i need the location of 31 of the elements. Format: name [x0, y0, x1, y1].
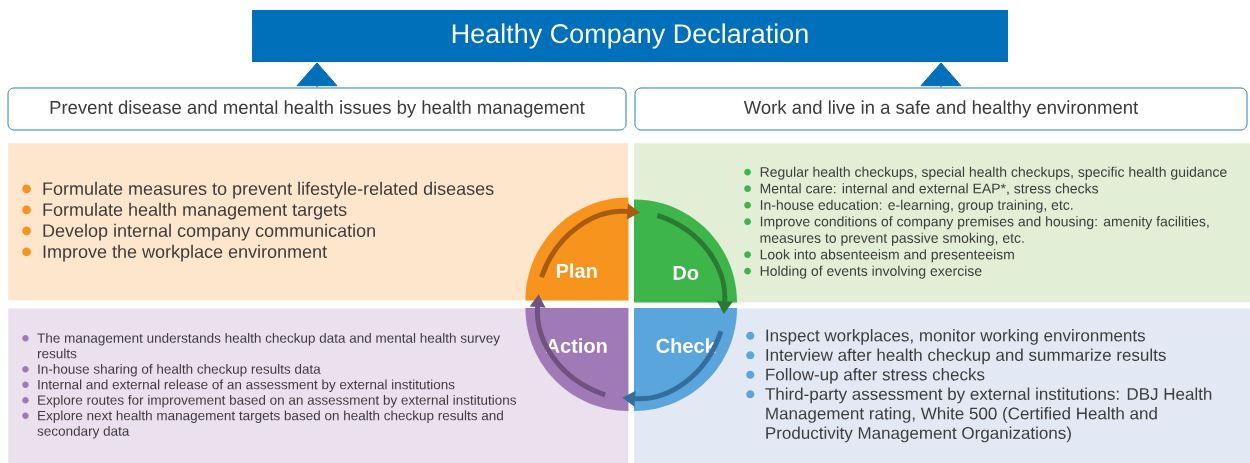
list-item: Holding of events involving exercise [760, 265, 982, 279]
list-item: Mental care: internal and external EAP*, stress checks [760, 183, 1099, 196]
list-item: Formulate health management targets [43, 202, 347, 220]
quadrant-segment: Plan [525, 197, 629, 301]
list-item: Improve conditions of company premises and housing: amenity facilities, measures to prevent passive smoking, etc. [760, 216, 1209, 246]
quadrant-segment: Check [634, 308, 737, 411]
list-item: In-house education: e-learning, group training, etc. [760, 199, 1073, 213]
pointer-triangle [296, 62, 338, 88]
list-item: Formulate measures to prevent lifestyle-related diseases [43, 181, 494, 199]
list-item: Look into absenteeism and presenteeism [760, 249, 1014, 263]
text-panel [8, 143, 629, 301]
list-item: The management understands health checkup data and mental health survey results [37, 332, 500, 359]
goal-box: Prevent disease and mental health issues by health management [7, 87, 627, 131]
text-panel [634, 143, 1250, 303]
list-item: Regular health checkups, special health checkups, specific health guidance [760, 166, 1227, 180]
list-item: Inspect workplaces, monitor working environments [766, 329, 1145, 345]
list-item: Follow-up after stress checks [766, 368, 985, 384]
pointer-triangle [920, 62, 962, 88]
list-item: Interview after health checkup and summarize results [766, 348, 1166, 365]
list-item: In-house sharing of health checkup results data [38, 363, 321, 377]
quadrant-segment: Do [634, 199, 737, 303]
list-item: Third-party assessment by external institutions: DBJ Health Management rating, White 500 (Certified Health and Productivity Management Organizations) [765, 387, 1212, 443]
list-item: Develop internal company communication [43, 223, 375, 241]
text-panel [634, 308, 1250, 463]
list-item: Internal and external release of an assessment by external institutions [38, 379, 455, 392]
list-item: Improve the workplace environment [43, 244, 327, 262]
goal-box: Work and live in a safe and healthy environment [634, 87, 1248, 131]
list-item: Explore next health management targets based on health checkup results and secondary data [37, 410, 503, 439]
text-panel [8, 308, 629, 463]
list-item: Explore routes for improvement based on an assessment by external institutions [38, 394, 516, 408]
quadrant-segment: Action [525, 308, 629, 411]
